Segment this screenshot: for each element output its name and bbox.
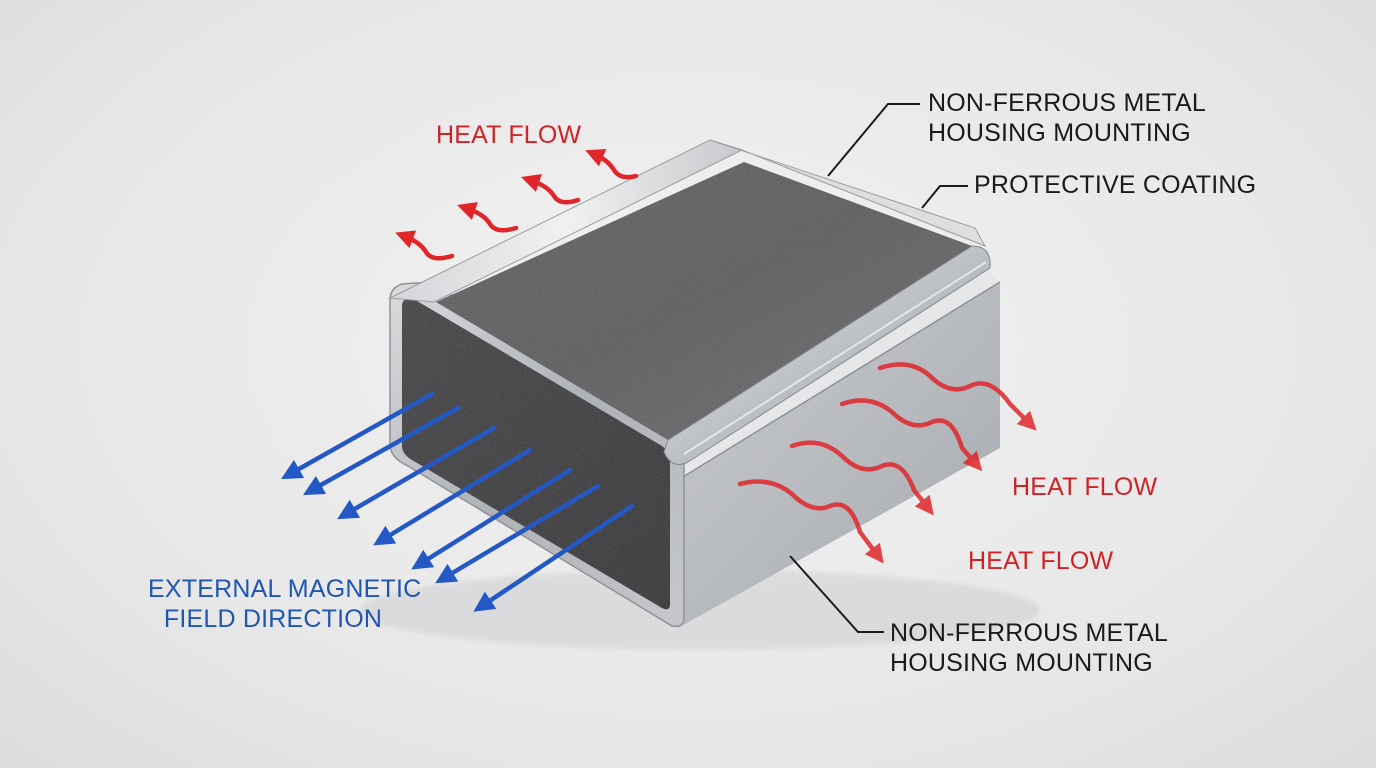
field-arrow-6 (435, 483, 601, 584)
heat-arrow-right-3 (789, 440, 934, 516)
heat-flow-label-top: HEAT FLOW (436, 121, 582, 149)
field-arrow-5 (411, 467, 573, 570)
heat-arrow-top-1 (395, 230, 455, 261)
housing-label-top-line1: NON-FERROUS METAL (928, 89, 1206, 117)
leader-housing-top (827, 103, 920, 177)
field-arrow-2 (302, 405, 461, 496)
magnetic-core-front (402, 298, 670, 610)
heat-flow-arrows-right (737, 362, 1037, 564)
housing-mounting-label-bottom: NON-FERROUS METAL HOUSING MOUNTING (890, 618, 1168, 678)
field-arrow-1 (280, 391, 435, 480)
magnetic-field-label-line1: EXTERNAL MAGNETIC (148, 575, 422, 603)
leader-lines (789, 103, 968, 633)
heat-arrow-top-4 (585, 149, 639, 180)
housing-label-bottom-line1: NON-FERROUS METAL (890, 619, 1168, 647)
field-arrow-3 (337, 425, 497, 520)
heat-arrow-top-3 (521, 174, 581, 205)
magnetic-core-top (436, 162, 972, 440)
protective-coating-edge (663, 245, 991, 465)
housing-top-rim (388, 139, 987, 303)
leader-protective-coating (921, 185, 968, 209)
heat-arrow-right-1 (877, 362, 1037, 431)
magnetic-field-arrows (280, 391, 635, 612)
heat-flow-label-right-lower: HEAT FLOW (968, 547, 1114, 575)
magnetic-field-label-line2: FIELD DIRECTION (163, 605, 383, 633)
heat-arrow-right-4 (737, 479, 884, 564)
housing-label-bottom-line2: HOUSING MOUNTING (890, 649, 1153, 677)
magnetic-field-label: EXTERNAL MAGNETIC FIELD DIRECTION (148, 574, 422, 634)
housing-mounting-label-top: NON-FERROUS METAL HOUSING MOUNTING (928, 88, 1206, 148)
heat-arrow-right-2 (839, 398, 983, 472)
field-arrow-7 (473, 503, 635, 612)
heat-arrow-top-2 (457, 202, 519, 233)
protective-coating-label: PROTECTIVE COATING (974, 171, 1257, 199)
field-arrow-4 (373, 447, 533, 546)
heat-flow-label-right-upper: HEAT FLOW (1012, 473, 1158, 501)
housing-label-top-line2: HOUSING MOUNTING (928, 119, 1191, 147)
heat-flow-arrows-top (395, 149, 639, 261)
leader-housing-bottom (789, 555, 884, 633)
